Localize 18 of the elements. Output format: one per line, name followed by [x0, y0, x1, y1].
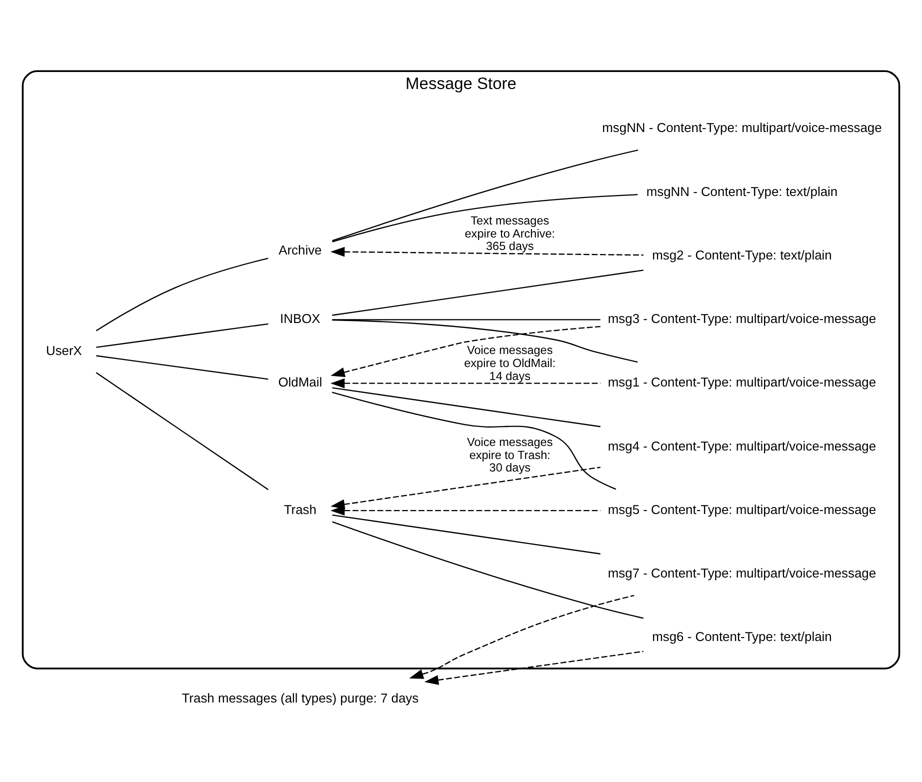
node-text: msgNN - Content-Type: multipart/voice-message — [602, 120, 882, 136]
edge-label: Voice messages expire to OldMail: 14 days — [464, 344, 556, 383]
node-text: INBOX — [280, 311, 320, 326]
node-text: msg5 - Content-Type: multipart/voice-message — [608, 502, 876, 517]
node-text: msg6 - Content-Type: text/plain — [652, 629, 832, 644]
node-text: msgNN - Content-Type: text/plain — [646, 184, 838, 199]
node-text: Trash messages (all types) purge: 7 days — [182, 690, 419, 706]
node-text: msg3 - Content-Type: multipart/voice-message — [608, 311, 876, 326]
node-text: OldMail — [278, 374, 322, 390]
edge-label: Voice messages expire to Trash: 30 days — [467, 436, 553, 475]
node-text: Archive — [278, 242, 322, 258]
node-text: Trash — [284, 502, 316, 517]
node-text: UserX — [46, 342, 82, 358]
edge-label: Text messages expire to Archive: 365 days — [464, 214, 556, 254]
node-text: msg1 - Content-Type: multipart/voice-message — [608, 374, 876, 390]
node-text: msg2 - Content-Type: text/plain — [652, 247, 832, 262]
node-text: msg7 - Content-Type: multipart/voice-message — [608, 566, 876, 580]
node-text: msg4 - Content-Type: multipart/voice-message — [608, 438, 876, 454]
